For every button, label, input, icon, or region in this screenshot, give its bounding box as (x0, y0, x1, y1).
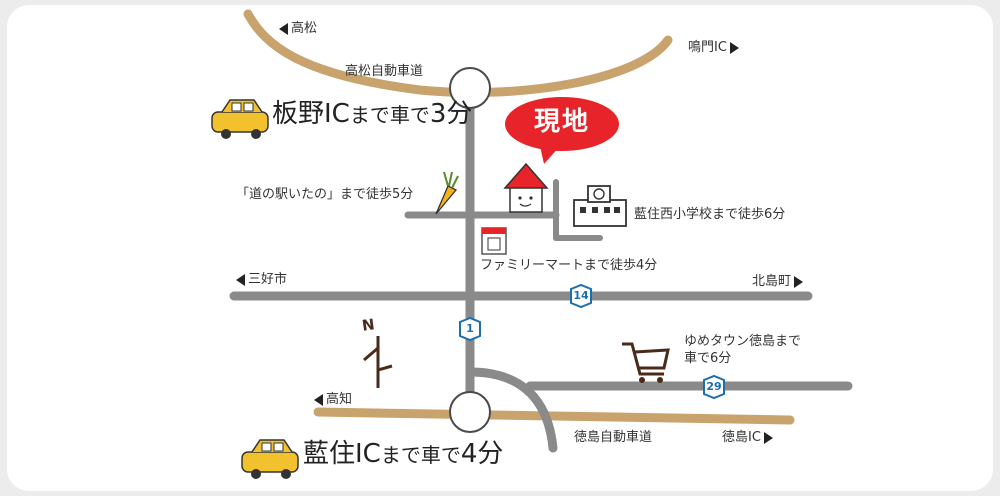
takamatsu-label: 高松 (279, 21, 317, 37)
current-location-callout (505, 97, 619, 164)
tokushima-ic-label: 徳島IC (722, 430, 773, 446)
car-icon-itano (211, 99, 269, 139)
route-14-sign (570, 283, 592, 309)
itano-ic-marker (449, 67, 491, 109)
kitajima-label: 北島町 (752, 274, 804, 290)
route-29-sign (703, 374, 725, 400)
shopping-cart-icon (622, 342, 670, 383)
michinoeki-label: 「道の駅いたの」まで徒歩5分 (236, 187, 414, 202)
takamatsu-expressway-road (243, 9, 673, 98)
convenience-store-icon (481, 227, 507, 255)
school-label: 藍住西小学校まで徒歩6分 (634, 207, 786, 222)
youme-town-label-line1: ゆめタウン徳島まで (684, 334, 802, 349)
arrow-right-icon (794, 275, 804, 288)
car-icon-aizumi (241, 439, 299, 479)
route-29-curve (465, 367, 558, 453)
miyoshi-label: 三好市 (236, 272, 287, 288)
route-1-sign (459, 316, 481, 342)
takamatsu-expressway-label: 高松自動車道 (345, 64, 424, 79)
tokushima-expressway-label: 徳島自動車道 (574, 430, 653, 445)
north-label: N (360, 315, 376, 335)
school-icon (573, 185, 627, 227)
house-icon (503, 162, 549, 213)
arrow-left-icon (314, 393, 323, 406)
arrow-right-icon (763, 431, 773, 444)
arrow-left-icon (279, 22, 288, 35)
north-arrow-icon (363, 336, 393, 388)
route-29-number: 29 (706, 380, 722, 393)
route-1-number: 1 (466, 322, 474, 335)
arrow-left-icon (236, 273, 245, 286)
naruto-ic-label: 鳴門IC (688, 40, 739, 56)
familymart-label: ファミリーマートまで徒歩4分 (480, 258, 658, 273)
youme-town-label-line2: 車で6分 (684, 351, 732, 366)
tokushima-expressway-road (313, 407, 795, 425)
itano-ic-label: 板野ICまで車で3分 (272, 99, 473, 129)
kochi-label: 高知 (314, 392, 352, 408)
aizumi-ic-label: 藍住ICまで車で4分 (303, 439, 504, 469)
current-location-label: 現地 (533, 107, 590, 137)
arrow-right-icon (729, 41, 739, 54)
route-14-number: 14 (573, 289, 589, 302)
aizumi-ic-marker (449, 391, 491, 433)
vegetable-icon (435, 171, 459, 215)
